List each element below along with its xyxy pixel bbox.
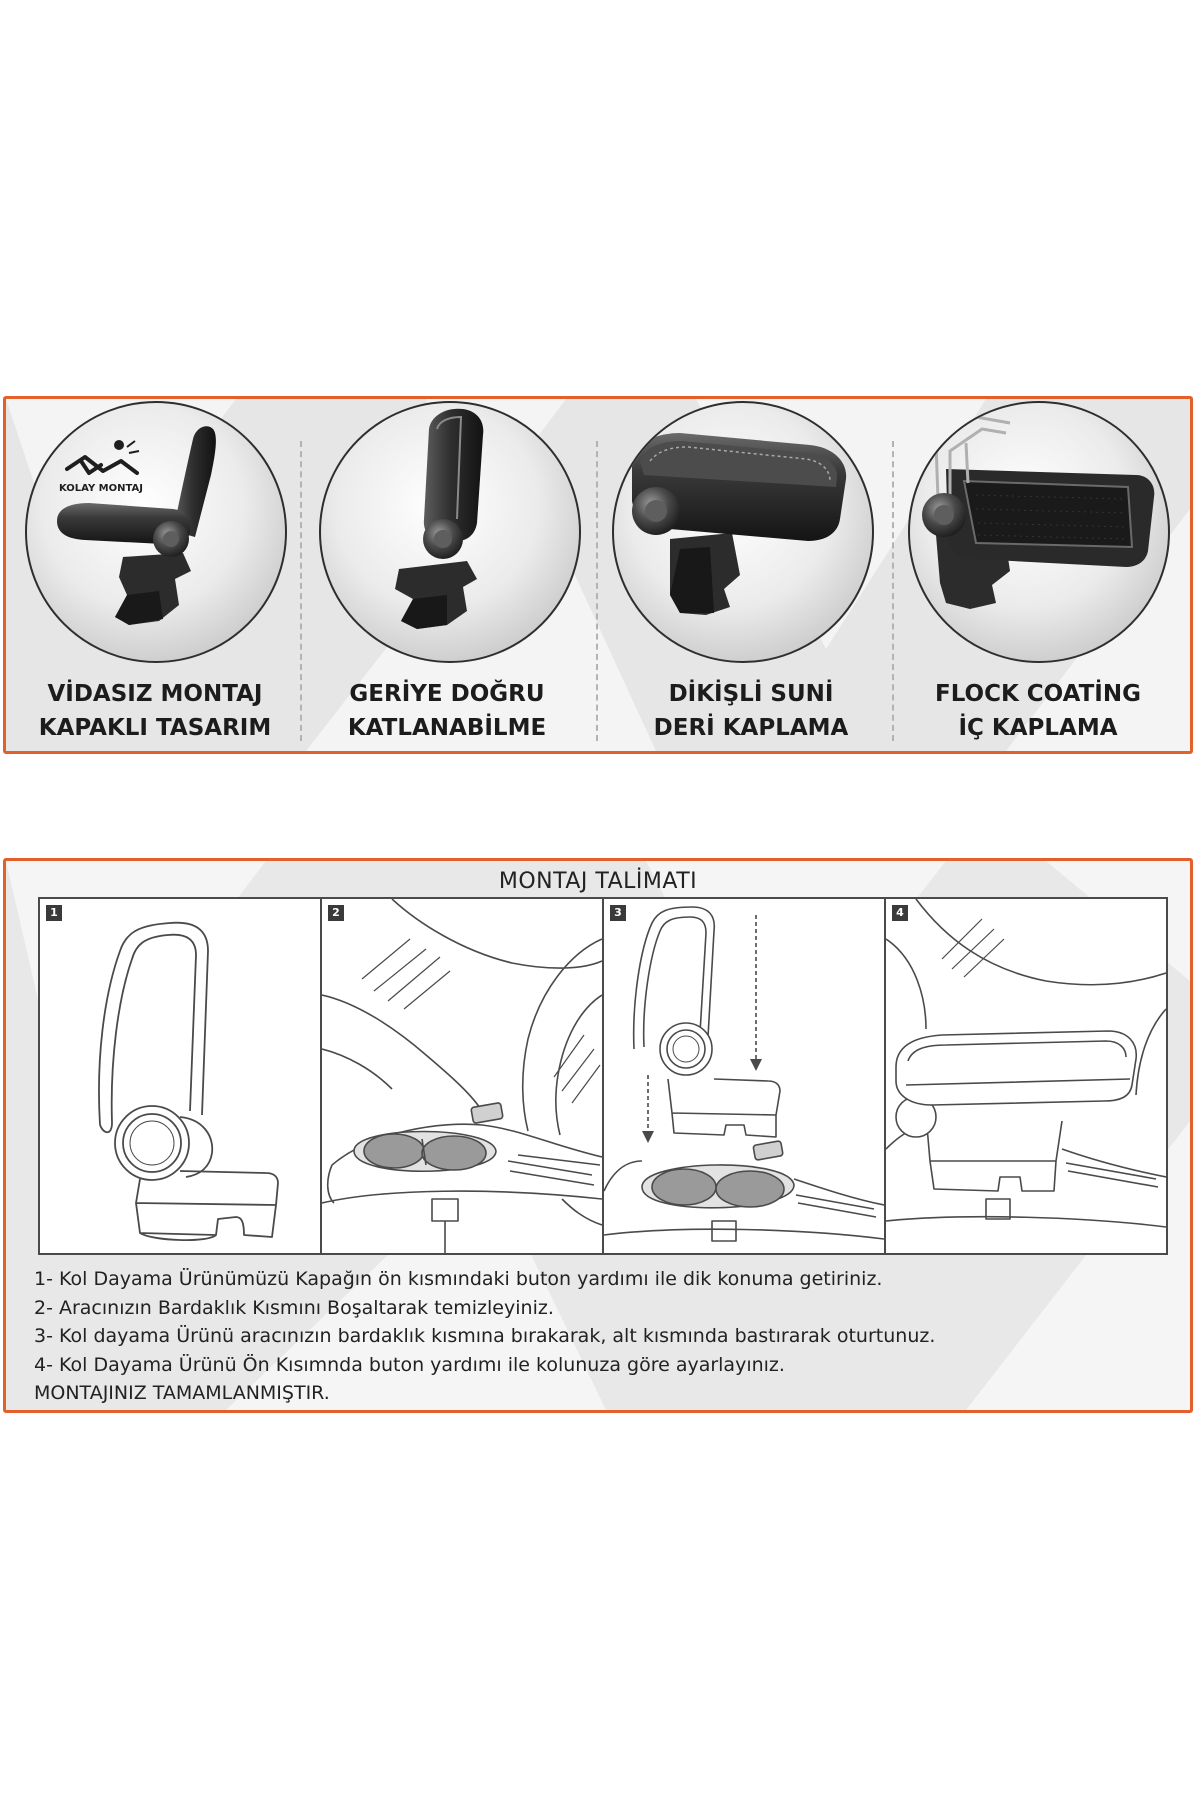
hinge-center [645, 500, 667, 522]
instruction-line-4: 4- Kol Dayama Ürünü Ön Kısımnda buton ya… [34, 1353, 785, 1376]
caption-line-1: GERİYE DOĞRU [349, 681, 545, 707]
step-number-badge: 2 [328, 905, 344, 921]
pedestal-face [670, 547, 714, 613]
armrest-insertion-drawing [604, 906, 884, 1242]
arrow-head-left [642, 1131, 654, 1143]
cupholder-left [651, 1168, 717, 1206]
armrest-lid-outline [98, 921, 209, 1134]
feature-circle-flock-coating [908, 401, 1170, 663]
hands-icon [65, 455, 139, 475]
hinge-outer [114, 1105, 190, 1181]
caption-line-2: İÇ KAPLAMA [958, 715, 1118, 741]
arrow-head-right [750, 1059, 762, 1071]
armrest-base-outline [135, 1170, 279, 1241]
armrest-pad-outline [895, 1030, 1137, 1106]
armrest-base-outline [667, 1078, 781, 1138]
feature-divider [596, 441, 598, 741]
console-lines [886, 1128, 1166, 1228]
armrest-closed [632, 433, 847, 615]
step-number-badge: 1 [46, 905, 62, 921]
badge-label: KOLAY MONTAJ [59, 483, 143, 494]
feature-circle-screwless-mount: KOLAY MONTAJ [25, 401, 287, 663]
pad-highlight [436, 415, 463, 520]
caption-line-1: VİDASIZ MONTAJ [47, 681, 263, 707]
steps-grid: 1 2 [38, 897, 1168, 1255]
feature-caption-screwless-mount: VİDASIZ MONTAJ KAPAKLI TASARIM [10, 677, 300, 745]
pad-top-face [640, 441, 838, 487]
seat-outlines [886, 899, 1166, 1096]
armrest-pad-seams [905, 1040, 1131, 1086]
caption-line-1: FLOCK COATİNG [934, 681, 1141, 707]
instruction-line-2: 2- Aracınızın Bardaklık Kısmını Boşaltar… [34, 1296, 554, 1319]
step-1-illustration [98, 921, 279, 1241]
hinge-inner [122, 1113, 182, 1173]
armrest-installed-drawing [886, 899, 1166, 1228]
background-shards [6, 399, 1190, 751]
cupholder-right [421, 1135, 487, 1171]
step-3-panel: 3 [602, 899, 884, 1253]
armrest-pad-vertical [423, 408, 484, 541]
gear-shifter [711, 1220, 737, 1242]
armrest-upright [395, 408, 484, 629]
instruction-line-3: 3- Kol dayama Ürünü aracınızın bardaklık… [34, 1325, 936, 1347]
instruction-list: 1- Kol Dayama Ürünümüzü Kapağın ön kısmı… [34, 1265, 1184, 1408]
instruction-line-1: 1- Kol Dayama Ürünümüzü Kapağın ön kısmı… [34, 1268, 883, 1290]
center-console [322, 1123, 602, 1226]
pedestal-face [401, 595, 447, 629]
armrest-upright-drawing [98, 921, 279, 1241]
hinge-inner [666, 1029, 706, 1069]
gear-shifter [985, 1198, 1011, 1220]
cupholder-left [363, 1133, 425, 1169]
instruction-completion: MONTAJINIZ TAMAMLANMIŞTIR. [34, 1382, 330, 1404]
features-panel: KOLAY MONTAJ [3, 396, 1193, 754]
feature-caption-flock-coating: FLOCK COATİNG İÇ KAPLAMA [893, 677, 1183, 745]
feature-caption-fold-back: GERİYE DOĞRU KATLANABİLME [302, 677, 592, 745]
step-number-badge: 4 [892, 905, 908, 921]
step-1-panel: 1 [40, 899, 320, 1253]
caption-line-2: DERİ KAPLAMA [653, 715, 849, 741]
step-4-illustration [886, 899, 1166, 1228]
step-2-illustration [322, 899, 602, 1253]
caption-line-1: DİKİŞLİ SUNİ [668, 681, 834, 707]
console-lines [604, 1160, 884, 1240]
instructions-title: MONTAJ TALİMATI [498, 869, 698, 894]
instructions-panel: MONTAJ TALİMATI 1 [3, 858, 1193, 1413]
hinge-center [434, 530, 452, 548]
gear-shifter [431, 1198, 459, 1253]
hinge-side-cap [179, 1116, 214, 1178]
hinge-center [672, 1035, 700, 1063]
easy-mount-badge: KOLAY MONTAJ [59, 440, 143, 494]
step-4-panel: 4 [884, 899, 1166, 1253]
armrest-open-lid [57, 426, 216, 625]
step-number-badge: 3 [610, 905, 626, 921]
car-interior-drawing [322, 899, 602, 1253]
armrest-open-storage [922, 415, 1155, 609]
step-3-illustration [604, 906, 884, 1242]
seat-hatching [361, 938, 601, 1104]
hinge-center [163, 531, 179, 547]
cupholder-right [715, 1170, 785, 1208]
flock-interior [962, 479, 1134, 549]
release-clip [470, 1102, 504, 1124]
feature-circle-fold-back [319, 401, 581, 663]
screw-icon [114, 440, 124, 450]
seat-outlines [322, 899, 602, 1136]
feature-caption-stitched-leather: DİKİŞLİ SUNİ DERİ KAPLAMA [606, 677, 896, 745]
release-clip [752, 1140, 784, 1161]
feature-circle-stitched-leather [612, 401, 874, 663]
cupholder-divider [421, 1138, 427, 1166]
hinge-center [129, 1120, 175, 1166]
hinge-center [934, 505, 954, 525]
caption-line-2: KAPAKLI TASARIM [38, 715, 272, 741]
step-2-panel: 2 [320, 899, 602, 1253]
pedestal-face [115, 591, 163, 625]
seat-hatching [941, 918, 1005, 978]
feature-divider [300, 441, 302, 741]
armrest-lid-outline [632, 906, 716, 1050]
armrest-base-outline [925, 1114, 1063, 1192]
armrest-lid [173, 426, 216, 537]
feature-divider [892, 441, 894, 741]
caption-line-2: KATLANABİLME [347, 715, 547, 741]
motion-lines-icon [126, 440, 140, 454]
